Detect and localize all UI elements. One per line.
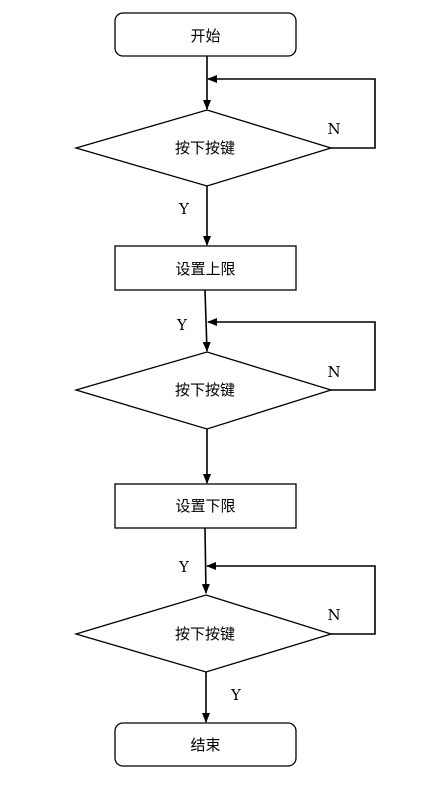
process-node-set-lower-label: 设置下限	[175, 497, 235, 515]
process-node-set-upper: 设置上限	[114, 245, 297, 291]
decision-node-2-label: 按下按键	[175, 381, 235, 399]
yes-label-3: Y	[178, 558, 190, 576]
process-node-set-lower-shape	[114, 483, 297, 529]
yes-label-1: Y	[178, 200, 190, 218]
decision-node-3-label: 按下按键	[175, 625, 235, 643]
arrow-set-lower-to-decision-3	[201, 527, 210, 594]
no-label-2: N	[327, 363, 340, 381]
start-node: 开始	[114, 12, 297, 57]
process-node-set-upper-shape	[114, 245, 297, 291]
decision-node-2: 按下按键	[73, 351, 334, 430]
no-label-3: N	[327, 606, 340, 624]
process-node-set-lower: 设置下限	[114, 483, 297, 529]
start-node-shape	[114, 12, 297, 57]
no-loop-arrow-2	[207, 318, 376, 391]
end-node: 结束	[114, 722, 297, 767]
decision-node-1: 按下按键	[73, 109, 334, 187]
no-loop-arrow-1	[207, 75, 376, 149]
decision-node-3: 按下按键	[73, 594, 334, 673]
end-node-shape	[114, 722, 297, 767]
no-label-1: N	[327, 120, 340, 138]
decision-node-1-label: 按下按键	[175, 139, 235, 157]
yes-label-2: Y	[176, 316, 188, 334]
start-node-label: 开始	[190, 27, 220, 45]
process-node-set-upper-label: 设置上限	[175, 260, 235, 278]
yes-label-4: Y	[230, 686, 242, 704]
arrow-set-upper-to-decision-2	[202, 289, 211, 352]
no-loop-arrow-3	[206, 562, 376, 635]
end-node-label: 结束	[190, 736, 220, 754]
